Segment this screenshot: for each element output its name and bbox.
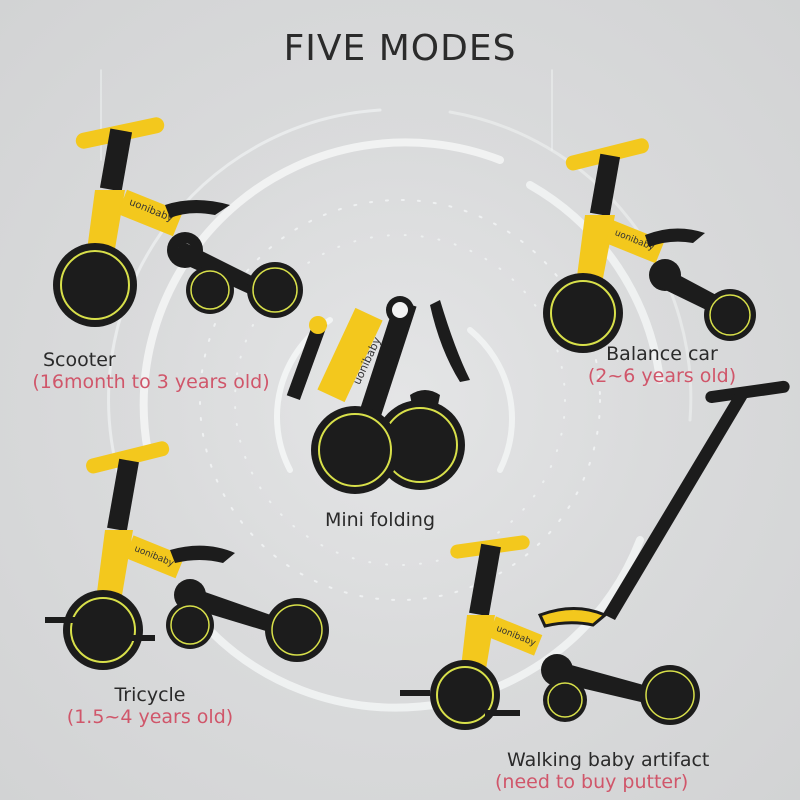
mode-age: (2~6 years old)	[587, 364, 737, 387]
mode-name: Scooter	[43, 349, 116, 371]
mode-label-balance-car: Balance car (2~6 years old)	[572, 343, 752, 388]
mode-label-scooter: Scooter (16month to 3 years old)	[6, 349, 296, 394]
walking-baby-artifact-bike-image: uonibaby	[400, 380, 790, 730]
mode-age: (16month to 3 years old)	[32, 370, 270, 393]
balance-car-bike-image: uonibaby	[543, 138, 756, 353]
mode-name: Tricycle	[114, 684, 186, 706]
mode-name: Walking baby artifact	[507, 749, 710, 771]
scooter-bike-image: uonibaby	[53, 117, 303, 327]
mode-name: Mini folding	[324, 509, 436, 531]
page-title: FIVE MODES	[283, 28, 517, 69]
tricycle-bike-image: uonibaby	[45, 441, 329, 670]
mini-folding-bike-image: uonibaby	[286, 296, 470, 494]
mode-label-walking-baby-artifact: Walking baby artifact (need to buy putte…	[495, 749, 755, 794]
mode-name: Balance car	[606, 343, 718, 365]
mode-age: (need to buy putter)	[495, 770, 689, 793]
mode-age: (1.5~4 years old)	[66, 705, 234, 728]
mode-label-tricycle: Tricycle (1.5~4 years old)	[50, 684, 250, 729]
mode-label-mini-folding: Mini folding	[300, 509, 460, 532]
